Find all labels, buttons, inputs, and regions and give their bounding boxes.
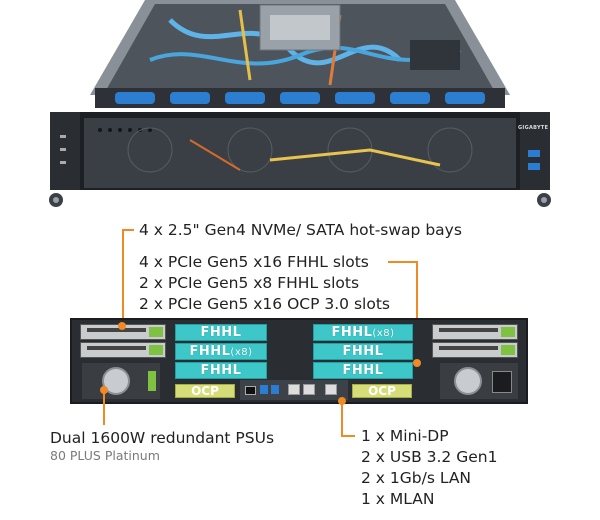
brand-logo: GIGABYTE (518, 125, 549, 131)
pcie-slot-fhhl-x8: FHHL(x8) (313, 324, 413, 341)
pcie-label-2: 2 x PCIe Gen5 x8 FHHL slots (139, 274, 360, 292)
io-label-4: 1 x MLAN (361, 490, 435, 508)
psu-left (82, 363, 160, 399)
psu-callout-line (103, 390, 105, 425)
ocp-slot-left: OCP (175, 384, 235, 398)
server-front-illustration (49, 0, 551, 207)
server-front-image: GIGABYTE (40, 0, 560, 215)
psu-latch-icon (148, 371, 156, 391)
psu-fan-icon (454, 367, 482, 395)
ocp-slot-right: OCP (352, 384, 412, 398)
drive-bay (80, 342, 166, 358)
pcie-slot-fhhl-x8: FHHL(x8) (175, 343, 267, 360)
power-inlet-icon (492, 371, 512, 393)
bays-label: 4 x 2.5" Gen4 NVMe/ SATA hot-swap bays (139, 221, 462, 239)
mlan-port-icon (325, 384, 337, 395)
io-label-1: 1 x Mini-DP (361, 427, 449, 445)
drive-bay (432, 342, 518, 358)
psu-right (440, 363, 518, 399)
pcie-slot-fhhl: FHHL (175, 362, 267, 379)
lan-port-icon (288, 384, 300, 395)
pcie-callout-line-h (388, 261, 418, 263)
pcie-slot-fhhl: FHHL (313, 343, 413, 360)
server-rear-panel: FHHL FHHL(x8) FHHL OCP FHHL(x8) FHHL FHH… (70, 318, 528, 404)
io-callout-line-h (341, 435, 355, 437)
pcie-label-1: 4 x PCIe Gen5 x16 FHHL slots (139, 253, 369, 271)
pcie-callout-line-v (416, 261, 418, 363)
pcie-slot-fhhl: FHHL (313, 362, 413, 379)
bays-callout-line-v (122, 229, 124, 326)
drive-bay (80, 324, 166, 340)
usb-port-icon (260, 385, 268, 394)
pcie-callout-dot (413, 359, 421, 367)
io-label-3: 2 x 1Gb/s LAN (361, 469, 472, 487)
bays-callout-line-h (122, 229, 134, 231)
io-label-2: 2 x USB 3.2 Gen1 (361, 448, 498, 466)
lan-port-icon (303, 384, 315, 395)
psu-sublabel: 80 PLUS Platinum (50, 448, 160, 463)
usb-port-icon (271, 385, 279, 394)
bays-callout-dot (118, 322, 126, 330)
mini-dp-port-icon (245, 386, 256, 395)
pcie-slot-fhhl: FHHL (175, 324, 267, 341)
drive-bay (432, 324, 518, 340)
io-panel (240, 380, 348, 400)
psu-label: Dual 1600W redundant PSUs (50, 429, 275, 447)
pcie-label-3: 2 x PCIe Gen5 x16 OCP 3.0 slots (139, 295, 390, 313)
io-callout-line-v (341, 401, 343, 437)
